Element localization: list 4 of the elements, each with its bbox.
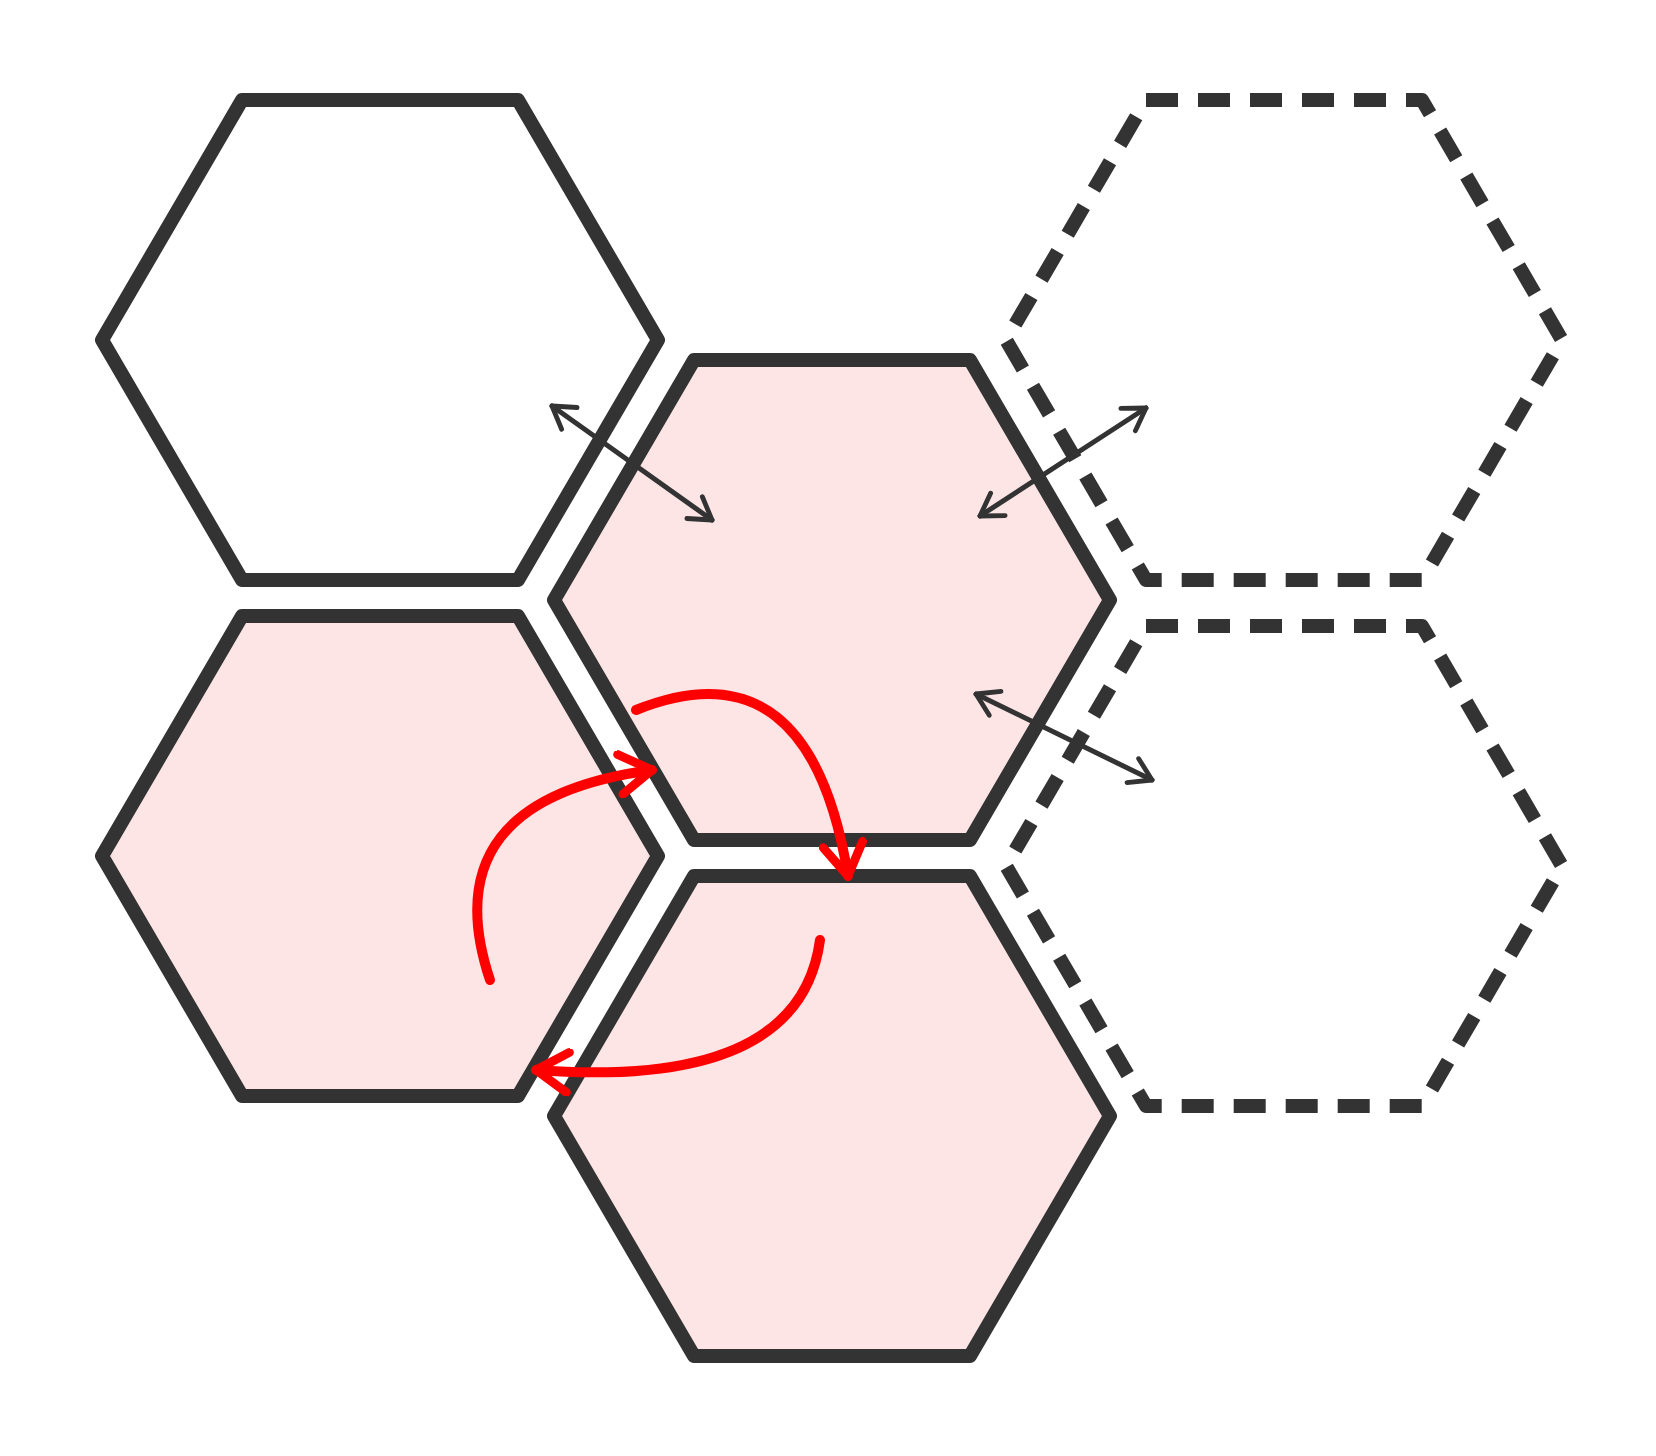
double-arrow	[973, 689, 1155, 785]
double-arrow	[977, 405, 1149, 519]
double-arrow	[549, 403, 715, 523]
curved-arrow	[472, 751, 657, 985]
